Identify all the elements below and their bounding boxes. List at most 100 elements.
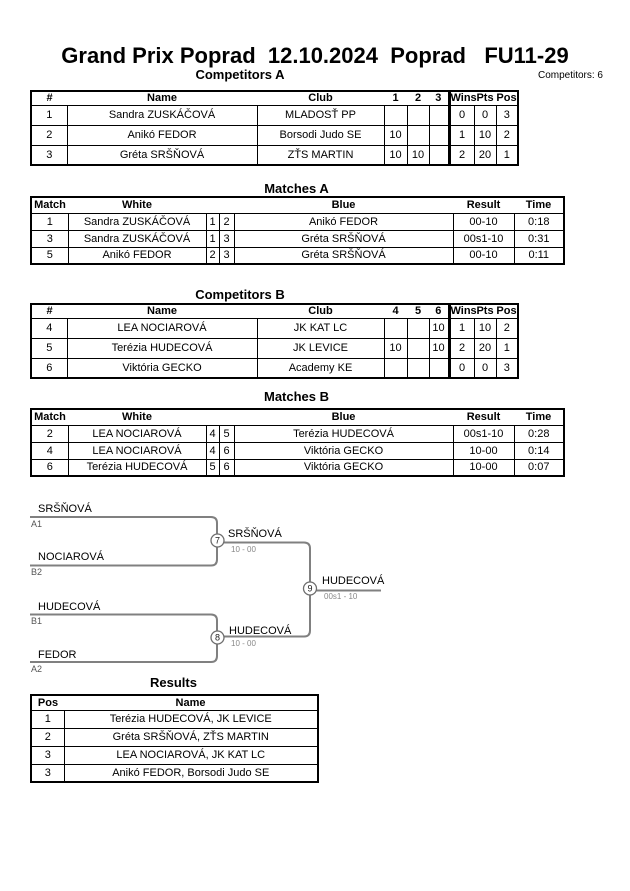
cell-white: Anikó FEDOR — [67, 246, 207, 265]
col-header-club: Club — [257, 91, 384, 106]
bracket-line-b2 — [30, 547, 218, 567]
col-header-pos: Pos — [496, 91, 518, 106]
col-header-m4: 4 — [384, 304, 407, 319]
cell-blue: Terézia HUDECOVÁ — [233, 424, 454, 443]
bracket-semi1-score: 10 - 00 — [231, 545, 256, 554]
cell-club: Academy KE — [256, 357, 385, 379]
col-header-club: Club — [257, 304, 384, 319]
cell-num: 1 — [30, 104, 68, 126]
cell-name: Terézia HUDECOVÁ — [66, 337, 258, 359]
header-row: # Name Club 1 2 3 Wins Pts Pos — [31, 91, 518, 106]
cell-pos: 3 — [30, 763, 65, 783]
col-header-m5: 5 — [407, 304, 429, 319]
cell-blue: Viktória GECKO — [233, 458, 454, 477]
cell-score-3 — [428, 124, 450, 146]
col-header-white: White — [68, 409, 206, 426]
cell-pos: 3 — [30, 745, 65, 765]
col-header-name: Name — [64, 695, 318, 711]
cell-num: 3 — [30, 144, 68, 166]
cell-score-2 — [406, 124, 430, 146]
cell-name: LEA NOCIAROVÁ — [66, 317, 258, 339]
col-header-blue: Blue — [234, 409, 453, 426]
cell-pts: 0 — [473, 357, 497, 379]
col-header-num: # — [31, 91, 67, 106]
cell-white-num: 1 — [205, 229, 220, 248]
table-row: 3 Anikó FEDOR, Borsodi Judo SE — [30, 763, 319, 783]
cell-white: LEA NOCIAROVÁ — [67, 424, 207, 443]
bracket-semi2-top-seed: B1 — [31, 616, 43, 626]
header-row: Pos Name — [31, 695, 318, 711]
cell-blue-num: 2 — [218, 212, 235, 231]
col-header-blue: Blue — [234, 197, 453, 214]
cell-result: 10-00 — [452, 458, 515, 477]
bracket-semi2-score: 10 - 00 — [231, 639, 256, 648]
cell-result: 00s1-10 — [452, 424, 515, 443]
cell-score-1: 10 — [383, 124, 408, 146]
competitors-b-table: # Name Club 4 5 6 Wins Pts Pos 4 LEA NOC… — [30, 303, 519, 379]
page-title: Grand Prix Poprad 12.10.2024 Poprad FU11… — [61, 43, 569, 68]
cell-time: 0:31 — [513, 229, 565, 248]
cell-pos: 1 — [495, 144, 519, 166]
match-8-number: 8 — [215, 633, 220, 643]
bracket-semi1-top-seed: A1 — [31, 519, 43, 529]
cell-pts: 10 — [473, 124, 497, 146]
table-row: 1 Sandra ZUSKÁČOVÁ MLADOSŤ PP 0 0 3 — [30, 104, 519, 126]
table-row: 3 LEA NOCIAROVÁ, JK KAT LC — [30, 745, 319, 765]
col-header-result: Result — [453, 409, 514, 426]
matches-b-heading: Matches B — [263, 389, 330, 404]
cell-pts: 20 — [473, 144, 497, 166]
cell-white-num: 5 — [205, 458, 220, 477]
cell-score-6: 10 — [428, 317, 450, 339]
cell-blue: Viktória GECKO — [233, 441, 454, 460]
cell-score-4: 10 — [383, 337, 408, 359]
cell-time: 0:18 — [513, 212, 565, 231]
cell-pos: 2 — [495, 317, 519, 339]
cell-club: MLADOSŤ PP — [256, 104, 385, 126]
competitors-b-heading: Competitors B — [195, 287, 285, 302]
cell-blue: Anikó FEDOR — [233, 212, 454, 231]
cell-club: JK KAT LC — [256, 317, 385, 339]
competitors-a-table: # Name Club 1 2 3 Wins Pts Pos 1 Sandra … — [30, 90, 519, 166]
col-header-white: White — [68, 197, 206, 214]
cell-blue-num: 6 — [218, 458, 235, 477]
col-header-name: Name — [67, 91, 257, 106]
cell-blue-num: 5 — [218, 424, 235, 443]
col-header-m1: 1 — [384, 91, 407, 106]
cell-wins: 0 — [447, 357, 475, 379]
table-row: 2 LEA NOCIAROVÁ 4 5 Terézia HUDECOVÁ 00s… — [30, 424, 565, 443]
cell-score-3 — [428, 144, 450, 166]
col-header-num: # — [31, 304, 67, 319]
bracket-semi2-bottom-name: FEDOR — [38, 649, 77, 661]
bracket-line-winner8 — [224, 595, 311, 638]
col-header-pos: Pos — [31, 695, 64, 711]
bracket-semi1-bottom-name: NOCIAROVÁ — [38, 551, 105, 563]
cell-wins: 1 — [447, 124, 475, 146]
bracket-line-b1 — [30, 613, 218, 631]
cell-blue: Gréta SRŠŇOVÁ — [233, 246, 454, 265]
col-header-result: Result — [453, 197, 514, 214]
col-header-bnum — [219, 197, 234, 214]
header-row: Match White Blue Result Time — [31, 409, 564, 426]
table-row: 2 Anikó FEDOR Borsodi Judo SE 10 1 10 2 — [30, 124, 519, 146]
cell-white: Terézia HUDECOVÁ — [67, 458, 207, 477]
bracket-semi1-winner: SRŠŇOVÁ — [228, 528, 282, 540]
bracket-line-winner7 — [224, 541, 311, 582]
col-header-wins: Wins — [447, 304, 477, 319]
cell-time: 0:11 — [513, 246, 565, 265]
table-row: 5 Anikó FEDOR 2 3 Gréta SRŠŇOVÁ 00-10 0:… — [30, 246, 565, 265]
table-row: 2 Gréta SRŠŇOVÁ, ZŤS MARTIN — [30, 727, 319, 747]
cell-score-4 — [383, 357, 408, 379]
cell-white-num: 1 — [205, 212, 220, 231]
cell-name: Anikó FEDOR — [66, 124, 258, 146]
cell-pos: 3 — [495, 104, 519, 126]
table-row: 1 Terézia HUDECOVÁ, JK LEVICE — [30, 709, 319, 729]
competitors-count: Competitors: 6 — [537, 70, 603, 81]
col-header-m3: 3 — [429, 91, 449, 106]
col-header-name: Name — [67, 304, 257, 319]
cell-wins: 2 — [447, 337, 475, 359]
cell-white: LEA NOCIAROVÁ — [67, 441, 207, 460]
cell-club: ZŤS MARTIN — [256, 144, 385, 166]
col-header-bnum — [219, 409, 234, 426]
match-7-number: 7 — [215, 536, 220, 546]
